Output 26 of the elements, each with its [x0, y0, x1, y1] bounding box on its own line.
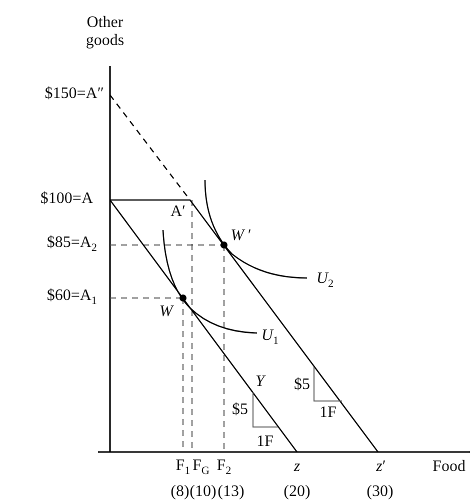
slope-label: $5 [294, 376, 310, 394]
axis-title: Other goods [84, 14, 126, 50]
curve-label: U$_{1}$ [261, 326, 279, 348]
axis-tick-value: (30) [366, 483, 394, 501]
axis-value-label: $150=A″ [44, 85, 104, 103]
point-label: W ′ [230, 227, 252, 245]
curve-label: U$_{2}$ [316, 270, 334, 290]
axis-tick-label: F$_{1}$ [176, 456, 190, 478]
axis-tick-label: F$_{G}$ [192, 456, 210, 478]
axis-tick-label: z [294, 458, 300, 476]
axis-value-label: $100=A [40, 190, 93, 208]
axis-tick-value: (13) [218, 483, 244, 501]
axis-tick-label: z′ [376, 458, 386, 476]
point-label: W [159, 303, 173, 321]
axis-tick-value: (10) [190, 483, 216, 501]
axis-title: Food [432, 458, 466, 476]
slope-label: 1F [320, 404, 336, 422]
point-label: Y [256, 373, 264, 391]
axis-tick-value: (8) [170, 483, 190, 501]
axis-tick-label: F$_{2}$ [216, 456, 232, 478]
slope-label: 1F [256, 433, 274, 451]
point-label: A′ [170, 203, 186, 221]
slope-label: $5 [232, 401, 248, 419]
axis-value-label: $60=A$_{1}$ [46, 286, 97, 308]
axis-tick-value: (20) [284, 483, 310, 501]
axis-value-label: $85=A$_{2}$ [46, 234, 97, 254]
